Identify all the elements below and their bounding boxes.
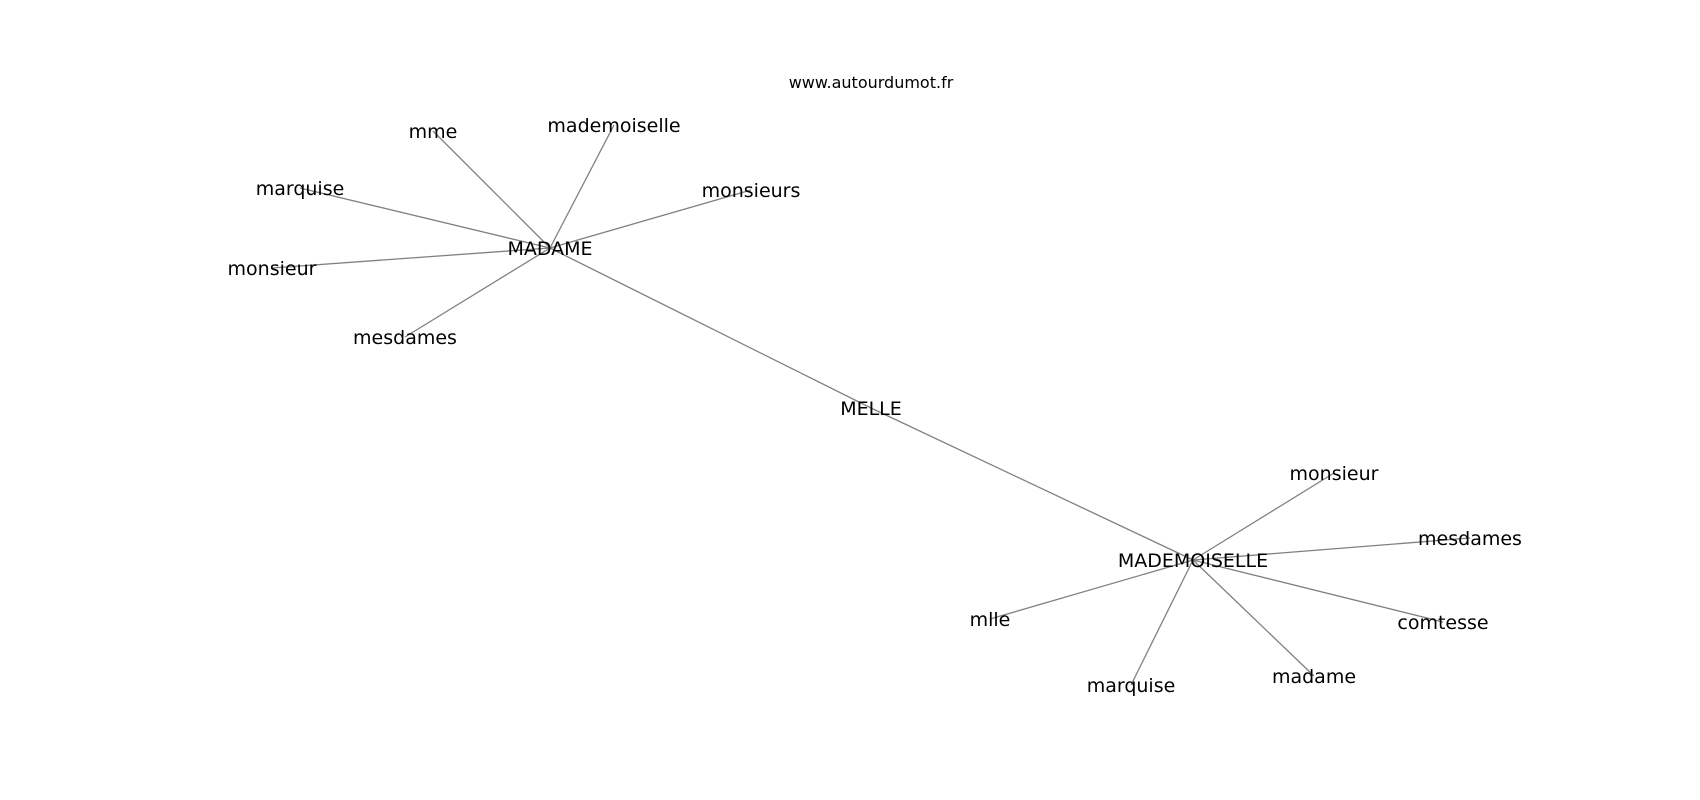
edge-hub-1-neighbor-1 <box>1192 537 1471 561</box>
edge-hub-1-neighbor-4 <box>1130 559 1194 686</box>
node-neighbor[interactable]: marquise <box>1087 675 1176 697</box>
edge-hub-0-neighbor-0 <box>432 130 551 249</box>
graph-edges <box>271 124 1471 686</box>
node-neighbor[interactable]: mesdames <box>1418 528 1522 550</box>
node-neighbor[interactable]: mme <box>409 121 458 143</box>
edge-hub-1-neighbor-2 <box>1192 559 1444 623</box>
edge-hub-0-neighbor-5 <box>404 247 551 338</box>
edge-hub-0-neighbor-2 <box>549 189 752 249</box>
source-label[interactable]: www.autourdumot.fr <box>789 73 954 92</box>
node-center[interactable]: MELLE <box>840 398 902 420</box>
edge-hub-0-neighbor-4 <box>271 247 551 269</box>
node-hub[interactable]: MADAME <box>507 238 592 260</box>
edge-hub-1-neighbor-0 <box>1192 472 1335 561</box>
edge-hub-0-neighbor-1 <box>549 124 615 249</box>
edge-hub-0-neighbor-3 <box>299 187 551 249</box>
node-neighbor[interactable]: madame <box>1272 666 1356 688</box>
node-neighbor[interactable]: monsieurs <box>702 180 801 202</box>
node-neighbor[interactable]: mademoiselle <box>547 115 680 137</box>
node-neighbor[interactable]: mesdames <box>353 327 457 349</box>
node-neighbor[interactable]: comtesse <box>1397 612 1488 634</box>
node-hub[interactable]: MADEMOISELLE <box>1118 550 1268 572</box>
edge-hub-1-neighbor-3 <box>1192 559 1315 677</box>
node-neighbor[interactable]: mlle <box>970 609 1011 631</box>
edge-hub-1-neighbor-5 <box>989 559 1194 620</box>
node-neighbor[interactable]: monsieur <box>1290 463 1379 485</box>
graph-nodes: MELLE mme mademoiselle monsieurs marquise mon… <box>228 115 1522 697</box>
edge-center-hub-1 <box>870 407 1194 561</box>
node-neighbor[interactable]: monsieur <box>228 258 317 280</box>
node-neighbor[interactable]: marquise <box>256 178 345 200</box>
edge-center-hub-0 <box>549 247 872 409</box>
